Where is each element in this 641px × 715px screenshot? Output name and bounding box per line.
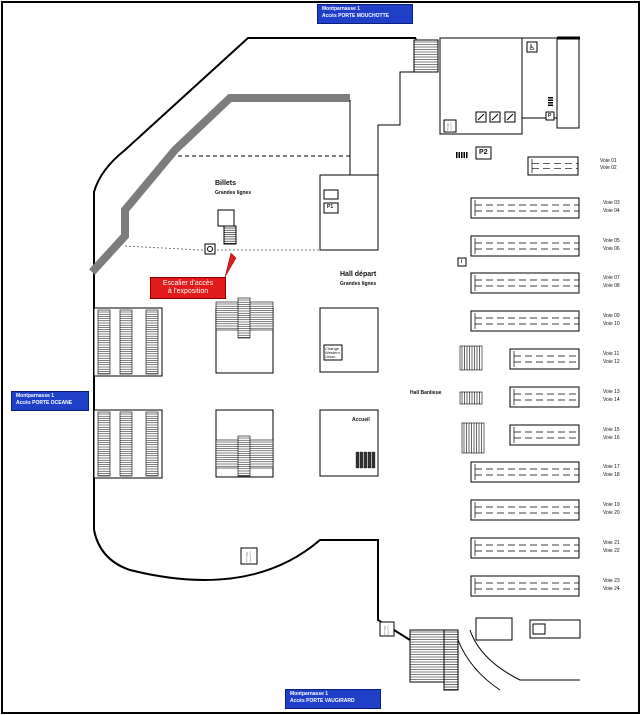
escalator-icon (504, 111, 516, 123)
lift-icon (204, 243, 216, 255)
parking-icon (545, 111, 555, 121)
callout-arrow (224, 252, 237, 278)
corridor-band (89, 94, 350, 275)
exhibition-stairs-callout: Escalier d'accès à l'exposition (150, 277, 226, 299)
parking-icon (323, 189, 339, 214)
callout-line2: à l'exposition (167, 288, 209, 295)
escalator-icon (489, 111, 501, 123)
track-label: Voie 14 (603, 397, 620, 403)
track-label: Voie 19 (603, 502, 620, 508)
track-label: Voie 08 (603, 283, 620, 289)
entrance-porte-vaugirard[interactable]: Montparnasse 1 Accès PORTE VAUGIRARD (285, 689, 381, 709)
track-label: Voie 10 (603, 321, 620, 327)
hall-banlieue-label: Hall Banlieue (410, 390, 442, 396)
entrance-line1: Montparnasse 1 (322, 6, 361, 12)
track-label: Voie 21 (603, 540, 620, 546)
hall-depart-subtitle: Grandes lignes (340, 281, 377, 287)
track-label: Voie 03 (603, 200, 620, 206)
track-label: Voie 09 (603, 313, 620, 319)
info-label: i (461, 259, 463, 265)
mezzanine-edge (124, 245, 320, 251)
block-change (319, 307, 379, 373)
svg-text:🍴: 🍴 (243, 550, 255, 563)
entrance-line1: Montparnasse 1 (290, 691, 329, 697)
svg-text:♿: ♿ (528, 43, 535, 52)
svg-text:🍴: 🍴 (444, 121, 455, 133)
track-label: Voie 11 (603, 351, 620, 357)
parking-p-label: P (548, 113, 552, 119)
entrance-line2: Accès PORTE OCEANE (16, 400, 73, 406)
accessible-icon: ♿ (526, 41, 538, 53)
building-outline (93, 37, 440, 641)
parking-p1-label: P1 (327, 204, 334, 210)
entrance-porte-oceane[interactable]: Montparnasse 1 Accès PORTE OCEANE (11, 391, 89, 411)
parking-p2-label: P2 (479, 149, 488, 156)
track-label: Voie 02 (600, 165, 617, 171)
accueil-label: Accueil (352, 417, 370, 423)
restaurant-icon: 🍴 (379, 621, 395, 637)
entrance-line1: Montparnasse 1 (16, 393, 55, 399)
stairs-top (413, 39, 439, 73)
info-icon (457, 257, 467, 267)
track-label: Voie 07 (603, 275, 620, 281)
entrance-line2: Accès PORTE MOUCHOTTE (322, 13, 389, 19)
stairs-bottom (409, 629, 459, 691)
parking-icon (475, 146, 492, 160)
track-label: Voie 18 (603, 472, 620, 478)
track-label: Voie 05 (603, 238, 620, 244)
change-label: Change Western Union (325, 346, 340, 359)
entrance-line2: Accès PORTE VAUGIRARD (290, 698, 355, 704)
track-label: Voie 13 (603, 389, 620, 395)
ticket-office (217, 209, 235, 227)
escalator-icon (475, 111, 487, 123)
entrance-porte-mouchotte[interactable]: Montparnasse 1 Accès PORTE MOUCHOTTE (317, 4, 413, 24)
track-label: Voie 04 (603, 208, 620, 214)
track-label: Voie 16 (603, 435, 620, 441)
track-label: Voie 23 (603, 578, 620, 584)
callout-line1: Escalier d'accès (162, 280, 214, 287)
hall-depart-title: Hall départ (340, 271, 377, 278)
track-label: Voie 24 (603, 586, 620, 592)
track-label: Voie 12 (603, 359, 620, 365)
track-label: Voie 20 (603, 510, 620, 516)
track-label: Voie 06 (603, 246, 620, 252)
svg-text:🍴: 🍴 (381, 624, 392, 636)
track-label: Voie 15 (603, 427, 620, 433)
billets-title: Billets (215, 180, 237, 187)
billets-subtitle: Grandes lignes (215, 190, 252, 196)
track-label: Voie 22 (603, 548, 620, 554)
restaurant-icon: 🍴 (240, 547, 258, 565)
restaurant-icon: 🍴 (443, 119, 457, 133)
track-label: Voie 17 (603, 464, 620, 470)
track-label: Voie 01 (600, 158, 617, 164)
